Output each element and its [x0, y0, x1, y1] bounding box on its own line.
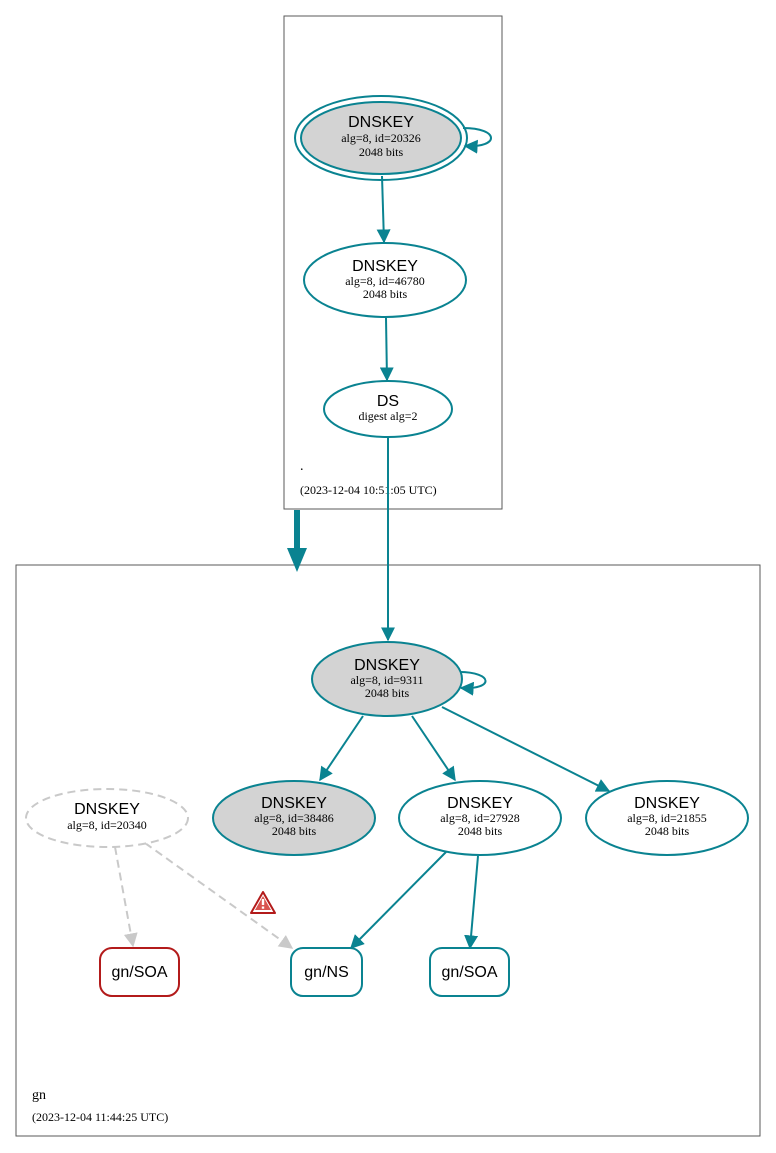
rrset-soa-invalid-label: gn/SOA [111, 964, 167, 981]
node-gn-ksk-bits: 2048 bits [365, 686, 410, 700]
node-27928-id: alg=8, id=27928 [440, 811, 520, 825]
node-20340-type: DNSKEY [74, 801, 140, 818]
node-gn-ksk[interactable]: DNSKEY alg=8, id=9311 2048 bits [311, 641, 463, 717]
edge-20340-to-ns [144, 842, 294, 949]
node-gn-key-38486[interactable]: DNSKEY alg=8, id=38486 2048 bits [212, 780, 376, 856]
node-21855-id: alg=8, id=21855 [627, 811, 707, 825]
rrset-soa-invalid[interactable]: gn/SOA [99, 947, 180, 997]
node-root-ds[interactable]: DS digest alg=2 [323, 380, 453, 438]
zone-gn-name: gn [32, 1088, 46, 1103]
node-gn-ksk-id: alg=8, id=9311 [350, 673, 423, 687]
edge-27928-to-soa [464, 855, 479, 950]
zone-root-box [283, 15, 503, 510]
edge-gn-ksk-to-21855 [441, 706, 611, 792]
edge-gn-ksk-to-38486 [319, 715, 364, 782]
node-root-ds-digest: digest alg=2 [358, 409, 417, 423]
warning-icon[interactable] [250, 891, 276, 914]
node-gn-key-21855[interactable]: DNSKEY alg=8, id=21855 2048 bits [585, 780, 749, 856]
zone-gn-timestamp: (2023-12-04 11:44:25 UTC) [32, 1110, 168, 1124]
rrset-soa-label: gn/SOA [441, 964, 497, 981]
node-21855-type: DNSKEY [634, 795, 700, 812]
node-21855-bits: 2048 bits [645, 824, 690, 838]
node-gn-key-20340[interactable]: DNSKEY alg=8, id=20340 [25, 788, 189, 848]
node-38486-bits: 2048 bits [272, 824, 317, 838]
edge-root-zsk-to-ds [379, 317, 394, 382]
edge-27928-to-ns [350, 851, 447, 949]
node-gn-ksk-type: DNSKEY [354, 657, 420, 674]
node-38486-type: DNSKEY [261, 795, 327, 812]
node-20340-id: alg=8, id=20340 [67, 818, 147, 832]
edge-root-ksk-to-zsk [376, 175, 391, 244]
node-38486-id: alg=8, id=38486 [254, 811, 334, 825]
node-root-zsk-bits: 2048 bits [363, 287, 408, 301]
delegation-arrow [287, 510, 307, 572]
zone-root: . (2023-12-04 10:51:05 UTC) [283, 15, 503, 510]
node-root-ds-type: DS [377, 393, 399, 410]
rrset-soa[interactable]: gn/SOA [429, 947, 510, 997]
node-root-zsk-type: DNSKEY [352, 258, 418, 275]
edge-gn-ksk-self [458, 671, 487, 696]
node-root-zsk-id: alg=8, id=46780 [345, 274, 425, 288]
node-27928-bits: 2048 bits [458, 824, 503, 838]
edge-gn-ksk-to-27928 [411, 715, 456, 782]
node-root-ksk-type: DNSKEY [348, 114, 414, 131]
zone-root-timestamp: (2023-12-04 10:51:05 UTC) [300, 483, 437, 497]
edge-20340-to-soa-invalid [114, 846, 138, 948]
edges [114, 127, 611, 950]
node-27928-type: DNSKEY [447, 795, 513, 812]
node-root-zsk[interactable]: DNSKEY alg=8, id=46780 2048 bits [303, 242, 467, 318]
node-root-ksk-bits: 2048 bits [359, 145, 404, 159]
node-gn-key-27928[interactable]: DNSKEY alg=8, id=27928 2048 bits [398, 780, 562, 856]
rrset-ns[interactable]: gn/NS [290, 947, 363, 997]
node-root-ksk-id: alg=8, id=20326 [341, 131, 421, 145]
node-root-ksk[interactable]: DNSKEY alg=8, id=20326 2048 bits [294, 95, 468, 181]
rrset-ns-label: gn/NS [304, 964, 348, 981]
edge-root-ksk-self [462, 127, 492, 154]
zone-root-name: . [300, 459, 304, 474]
